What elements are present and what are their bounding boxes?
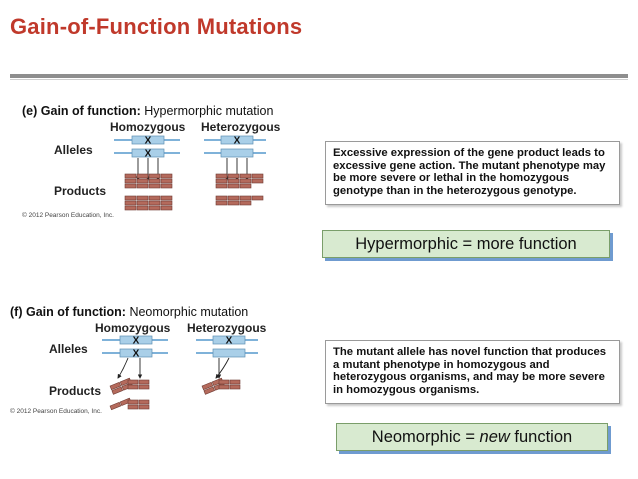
heterozygous-alleles: X bbox=[196, 336, 258, 358]
copyright-notice: © 2012 Pearson Education, Inc. bbox=[10, 408, 102, 415]
homozygous-alleles: X X bbox=[114, 136, 180, 160]
heterozygous-products bbox=[201, 377, 241, 395]
panel-heading-bold: Gain of function: bbox=[40, 104, 141, 118]
mutation-mark: X bbox=[226, 336, 233, 347]
row-label-products: Products bbox=[54, 184, 107, 198]
column-label-heterozygous: Heterozygous bbox=[201, 120, 281, 134]
homozygous-products bbox=[109, 377, 150, 411]
homozygous-products bbox=[124, 173, 173, 211]
mutation-mark: X bbox=[145, 149, 152, 160]
callout-hypermorphic: Hypermorphic = more function bbox=[322, 230, 610, 258]
row-label-products: Products bbox=[49, 384, 102, 398]
mutation-mark: X bbox=[133, 349, 140, 360]
panel-heading: (e) Gain of function: Hypermorphic mutat… bbox=[22, 104, 273, 118]
copyright-notice: © 2012 Pearson Education, Inc. bbox=[22, 212, 114, 219]
expression-arrows bbox=[117, 357, 230, 379]
callout-prefix: Neomorphic = bbox=[371, 427, 480, 446]
column-label-homozygous: Homozygous bbox=[110, 120, 186, 134]
slide-title: Gain-of-Function Mutations bbox=[10, 14, 303, 39]
description-box-neomorphic: The mutant allele has novel function tha… bbox=[325, 340, 620, 404]
column-label-homozygous: Homozygous bbox=[95, 321, 171, 335]
homozygous-alleles: X X bbox=[102, 336, 168, 360]
allele-product-diagram-neomorphic: X X X bbox=[102, 336, 258, 411]
description-box-hypermorphic: Excessive expression of the gene product… bbox=[325, 141, 620, 205]
title-divider bbox=[10, 74, 628, 78]
heterozygous-products bbox=[215, 173, 264, 206]
panel-heading-bold: Gain of function: bbox=[25, 305, 126, 319]
panel-heading: (f) Gain of function: Neomorphic mutatio… bbox=[10, 305, 248, 319]
allele-product-diagram-hypermorphic: X X X bbox=[114, 136, 266, 211]
callout-emphasis: new bbox=[479, 427, 510, 446]
mutation-mark: X bbox=[234, 136, 241, 147]
row-label-alleles: Alleles bbox=[49, 342, 88, 356]
mutation-mark: X bbox=[133, 336, 140, 347]
mutation-mark: X bbox=[145, 136, 152, 147]
title-divider-thin bbox=[10, 79, 628, 80]
column-label-heterozygous: Heterozygous bbox=[187, 321, 267, 335]
panel-letter: (f) bbox=[10, 305, 23, 319]
callout-neomorphic: Neomorphic = new function bbox=[336, 423, 608, 451]
panel-subheading: Neomorphic mutation bbox=[129, 305, 249, 319]
panel-letter: (e) bbox=[22, 104, 38, 118]
heterozygous-alleles: X bbox=[204, 136, 266, 158]
callout-suffix: function bbox=[509, 427, 573, 446]
panel-subheading: Hypermorphic mutation bbox=[144, 104, 274, 118]
row-label-alleles: Alleles bbox=[54, 143, 93, 157]
